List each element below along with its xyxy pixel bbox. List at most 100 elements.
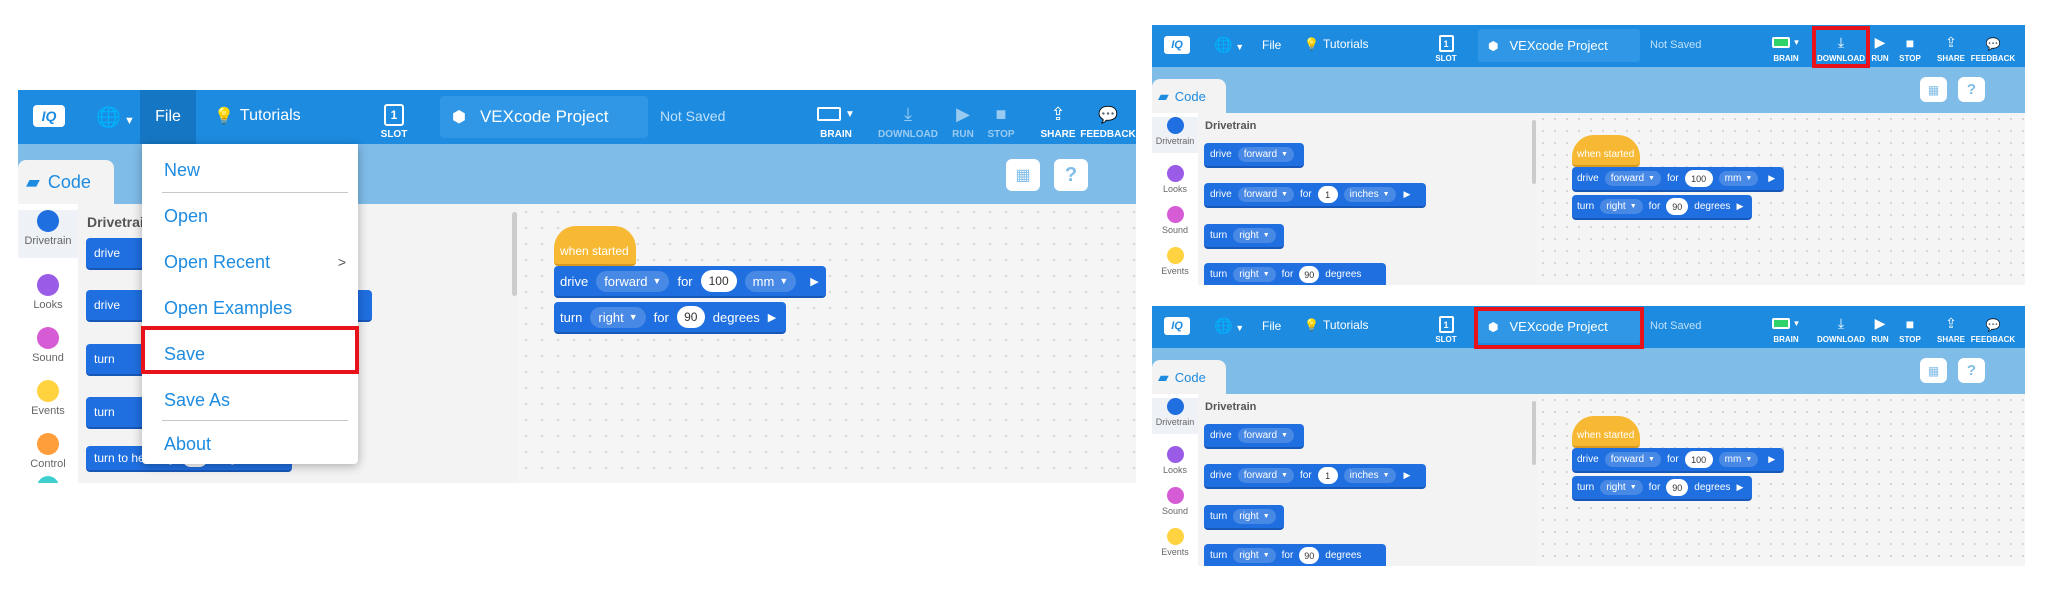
- palette-drive-block[interactable]: drive forward▼: [1204, 143, 1304, 168]
- category-drivetrain[interactable]: Drivetrain: [1152, 398, 1198, 434]
- category-sound[interactable]: Sound: [1152, 194, 1198, 235]
- share-button[interactable]: ⇪ SHARE: [1935, 310, 1967, 344]
- language-globe-icon[interactable]: 🌐 ▼: [1214, 318, 1245, 335]
- feedback-button[interactable]: 💬 FEEDBACK: [1970, 29, 2016, 63]
- download-button[interactable]: ⤓ DOWNLOAD: [876, 96, 940, 140]
- menu-item-open[interactable]: Open: [164, 205, 209, 226]
- turn-for-block[interactable]: turn right▼ for 90 degrees ▶: [554, 302, 786, 334]
- palette-scrollbar[interactable]: [1532, 401, 1536, 465]
- direction-dropdown[interactable]: forward▼: [1604, 171, 1661, 186]
- stop-button[interactable]: ■ STOP: [1896, 310, 1924, 344]
- palette-scrollbar[interactable]: [1532, 120, 1536, 184]
- distance-value[interactable]: 100: [1684, 170, 1713, 187]
- stop-button[interactable]: ■ STOP: [1896, 29, 1924, 63]
- category-sound[interactable]: Sound: [1152, 475, 1198, 516]
- help-icon[interactable]: ?: [1958, 358, 1985, 383]
- file-menu-button[interactable]: File: [1262, 319, 1282, 333]
- device-info-icon[interactable]: ▦: [1920, 358, 1947, 383]
- palette-turn-block[interactable]: turn right▼: [1204, 224, 1284, 249]
- category-looks[interactable]: Looks: [1152, 434, 1198, 475]
- code-tab[interactable]: ▰ Code: [1152, 360, 1226, 394]
- download-button[interactable]: ⤓ DOWNLOAD: [1816, 29, 1866, 63]
- turn-direction-dropdown[interactable]: right▼: [1233, 548, 1276, 563]
- drive-for-block[interactable]: drive forward▼ for 100 mm▼ ▶: [554, 266, 826, 298]
- menu-item-save-as[interactable]: Save As: [164, 389, 231, 410]
- palette-drive-block[interactable]: drive forward▼: [1204, 424, 1304, 449]
- palette-drive-for-block[interactable]: drive forward▼ for 1 inches▼ ▶: [1204, 464, 1426, 489]
- category-looks[interactable]: Looks: [18, 258, 78, 311]
- menu-item-new[interactable]: New: [164, 159, 201, 180]
- category-events[interactable]: Events: [1152, 235, 1198, 276]
- menu-item-open-recent[interactable]: Open Recent>: [142, 244, 358, 280]
- turn-direction-dropdown[interactable]: right▼: [1600, 480, 1643, 495]
- language-globe-icon[interactable]: 🌐 ▼: [1214, 37, 1245, 54]
- project-name-field[interactable]: ⬢ VEXcode Project: [440, 96, 648, 138]
- unit-dropdown[interactable]: inches▼: [1343, 468, 1396, 483]
- category-events[interactable]: Events: [18, 364, 78, 417]
- workspace[interactable]: when started drive forward▼ for 100 mm▼ …: [1537, 394, 2025, 566]
- project-name-field[interactable]: ⬢ VEXcode Project: [1478, 29, 1640, 62]
- file-menu-button[interactable]: File: [1262, 38, 1282, 52]
- tutorials-button[interactable]: 💡Tutorials: [214, 106, 301, 126]
- brain-button[interactable]: ▼ BRAIN: [811, 96, 861, 140]
- direction-dropdown[interactable]: forward▼: [1604, 452, 1661, 467]
- category-events[interactable]: Events: [1152, 516, 1198, 557]
- menu-item-open-examples[interactable]: Open Examples: [164, 297, 293, 318]
- device-info-icon[interactable]: ▦: [1006, 159, 1040, 191]
- unit-dropdown[interactable]: mm▼: [1718, 171, 1759, 186]
- turn-direction-dropdown[interactable]: right▼: [1233, 267, 1276, 282]
- code-tab[interactable]: ▰ Code: [18, 160, 114, 204]
- download-button[interactable]: ⤓ DOWNLOAD: [1816, 310, 1866, 344]
- palette-scrollbar[interactable]: [512, 212, 517, 296]
- device-info-icon[interactable]: ▦: [1920, 77, 1947, 102]
- when-started-block[interactable]: when started: [1572, 135, 1640, 167]
- direction-dropdown[interactable]: forward▼: [1237, 147, 1294, 162]
- file-menu-button[interactable]: File: [140, 90, 196, 144]
- distance-value[interactable]: 1: [1317, 467, 1338, 484]
- palette-turn-for-block[interactable]: turn right▼ for 90 degrees: [1204, 263, 1386, 285]
- turn-for-block[interactable]: turn right▼ for 90 degrees ▶: [1572, 476, 1752, 501]
- direction-dropdown[interactable]: forward▼: [1237, 428, 1294, 443]
- unit-dropdown[interactable]: mm▼: [1718, 452, 1759, 467]
- tutorials-button[interactable]: 💡Tutorials: [1304, 318, 1369, 332]
- run-button[interactable]: ▶ RUN: [1868, 310, 1892, 344]
- angle-value[interactable]: 90: [676, 306, 705, 328]
- share-button[interactable]: ⇪ SHARE: [1935, 29, 1967, 63]
- turn-for-block[interactable]: turn right▼ for 90 degrees ▶: [1572, 195, 1752, 220]
- angle-value[interactable]: 90: [1666, 479, 1689, 496]
- brain-button[interactable]: ▼ BRAIN: [1771, 318, 1801, 344]
- code-tab[interactable]: ▰ Code: [1152, 79, 1226, 113]
- language-globe-icon[interactable]: 🌐 ▼: [96, 107, 135, 129]
- turn-direction-dropdown[interactable]: right▼: [1600, 199, 1643, 214]
- project-name-field[interactable]: ⬢ VEXcode Project: [1478, 310, 1640, 343]
- brain-button[interactable]: ▼ BRAIN: [1771, 37, 1801, 63]
- palette-turn-block[interactable]: turn right▼: [1204, 505, 1284, 530]
- angle-value[interactable]: 90: [1666, 198, 1689, 215]
- feedback-button[interactable]: 💬 FEEDBACK: [1080, 96, 1136, 140]
- unit-dropdown[interactable]: inches▼: [1343, 187, 1396, 202]
- drive-for-block[interactable]: drive forward▼ for 100 mm▼ ▶: [1572, 448, 1784, 473]
- direction-dropdown[interactable]: forward▼: [1237, 187, 1294, 202]
- category-drivetrain[interactable]: Drivetrain: [1152, 117, 1198, 153]
- palette-turn-for-block[interactable]: turn right▼ for 90 degrees: [1204, 544, 1386, 566]
- category-looks[interactable]: Looks: [1152, 153, 1198, 194]
- direction-dropdown[interactable]: forward▼: [1237, 468, 1294, 483]
- category-sound[interactable]: Sound: [18, 311, 78, 364]
- category-next[interactable]: [18, 470, 78, 483]
- help-icon[interactable]: ?: [1958, 77, 1985, 102]
- category-drivetrain[interactable]: Drivetrain: [18, 210, 78, 258]
- menu-item-about[interactable]: About: [164, 433, 212, 454]
- slot-button[interactable]: 1 SLOT: [376, 96, 412, 140]
- drive-for-block[interactable]: drive forward▼ for 100 mm▼ ▶: [1572, 167, 1784, 192]
- help-icon[interactable]: ?: [1054, 159, 1088, 191]
- when-started-block[interactable]: when started: [1572, 416, 1640, 448]
- direction-dropdown[interactable]: forward▼: [596, 270, 670, 292]
- run-button[interactable]: ▶ RUN: [946, 96, 980, 140]
- slot-button[interactable]: 1 SLOT: [1432, 29, 1460, 63]
- turn-direction-dropdown[interactable]: right▼: [1233, 509, 1276, 524]
- category-control[interactable]: Control: [18, 417, 78, 470]
- turn-direction-dropdown[interactable]: right▼: [590, 306, 646, 328]
- share-button[interactable]: ⇪ SHARE: [1038, 96, 1078, 140]
- workspace[interactable]: when started drive forward▼ for 100 mm▼ …: [1537, 113, 2025, 285]
- workspace[interactable]: when started drive forward▼ for 100 mm▼ …: [518, 204, 1136, 483]
